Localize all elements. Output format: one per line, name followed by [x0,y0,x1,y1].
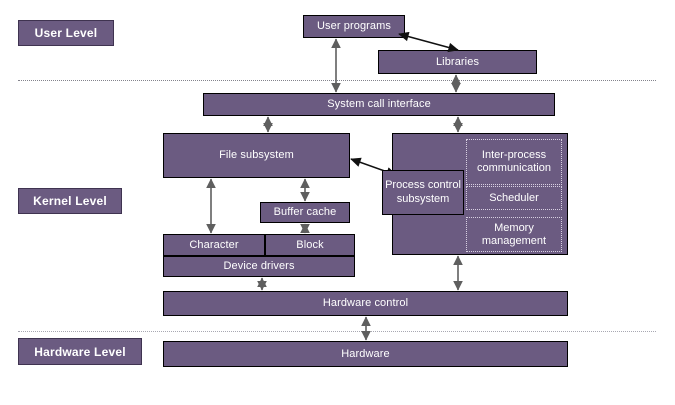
box-hardware[interactable]: Hardware [163,341,568,367]
box-block[interactable]: Block [265,234,355,256]
level-label-hardware: Hardware Level [18,338,142,365]
level-label-user: User Level [18,20,114,46]
box-device-drivers-label: Device drivers [223,260,295,273]
box-file-subsystem-label: File subsystem [219,149,294,162]
box-libraries-label: Libraries [435,55,480,68]
box-libraries[interactable]: Libraries [378,50,537,74]
box-device-drivers[interactable]: Device drivers [163,256,355,277]
box-character-label: Character [189,238,239,251]
level-label-kernel-text: Kernel Level [33,194,107,208]
arrow-user-programs-to-libraries [398,31,459,53]
level-label-hardware-text: Hardware Level [34,344,126,359]
divider-user-kernel [18,80,656,81]
box-hardware-label: Hardware [341,347,390,360]
box-hardware-control[interactable]: Hardware control [163,291,568,316]
box-hardware-control-label: Hardware control [322,297,409,310]
box-scheduler-label: Scheduler [489,191,539,204]
box-system-call-interface[interactable]: System call interface [203,93,555,116]
box-file-subsystem[interactable]: File subsystem [163,133,350,178]
level-label-kernel: Kernel Level [18,188,122,214]
box-process-control-subsystem[interactable]: Process control subsystem [382,170,464,215]
box-process-control-subsystem-label: Process control subsystem [385,178,461,205]
level-label-user-text: User Level [34,26,98,40]
box-system-call-interface-label: System call interface [327,98,431,111]
box-scheduler[interactable]: Scheduler [466,186,562,210]
box-memory-management-label: Memory management [481,221,547,247]
box-user-programs-label: User programs [316,20,392,33]
box-memory-management[interactable]: Memory management [466,217,562,252]
box-character[interactable]: Character [163,234,265,256]
box-block-label: Block [296,238,324,251]
box-inter-process-communication-label: Inter-process communication [477,149,551,174]
box-inter-process-communication[interactable]: Inter-process communication [466,139,562,185]
divider-kernel-hardware [18,331,656,332]
box-buffer-cache[interactable]: Buffer cache [260,202,350,223]
box-user-programs[interactable]: User programs [303,15,405,38]
box-buffer-cache-label: Buffer cache [273,206,337,219]
